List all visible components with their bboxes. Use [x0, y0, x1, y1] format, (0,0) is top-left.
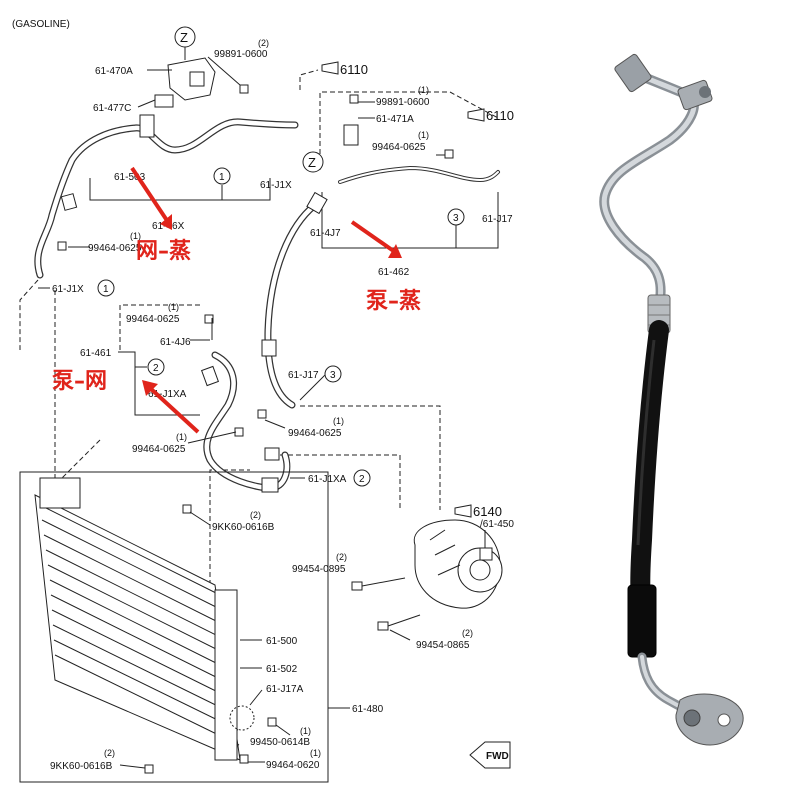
callout-3-top-text: 3: [453, 213, 459, 224]
condenser-outline: [19, 471, 329, 783]
callout-1-left: [97, 279, 115, 297]
label-61-450: /61-450: [480, 519, 514, 530]
bracket-61-470A: [154, 57, 216, 108]
label-9KK60-0616B-a: 9KK60-0616B: [212, 522, 275, 533]
callout-2-right-text: 2: [359, 474, 365, 485]
qty-99464-d: (1): [176, 432, 187, 442]
ref-6110-a: 6110: [321, 61, 368, 77]
label-61-J1X-a: 61-J1X: [260, 180, 292, 191]
callout-3-mid-text: 3: [330, 370, 336, 381]
qty-99464-b: (1): [130, 231, 141, 241]
fwd-icon: FWD: [469, 741, 511, 769]
red-arrow-3: [142, 380, 200, 434]
bolt-99454-0895: [351, 577, 406, 591]
label-99464-0620: 99464-0620: [266, 760, 320, 771]
group-box-3: [321, 192, 499, 249]
hose-61-461: [200, 351, 291, 493]
qty-99891-b: (1): [418, 85, 429, 95]
qty-99454-b: (2): [462, 628, 473, 638]
label-61-J1XA-a: 61-J1XA: [148, 389, 187, 400]
header-title: (GASOLINE): [12, 19, 70, 30]
label-61-470A: 61-470A: [95, 66, 133, 77]
leader-lines: [68, 56, 486, 769]
label-99464-0625-a: 99464-0625: [372, 142, 426, 153]
callout-1-top-text: 1: [219, 172, 225, 183]
callout-2-mid: [147, 358, 165, 376]
label-61-462: 61-462: [378, 267, 410, 278]
label-61-461: 61-461: [80, 348, 112, 359]
qty-99450: (1): [300, 726, 311, 736]
label-61-500: 61-500: [266, 636, 298, 647]
dash-right: [300, 405, 441, 510]
label-61-4J6: 61-4J6: [160, 337, 191, 348]
qty-9KK60-a: (2): [250, 510, 261, 520]
callout-z-mid-text: Z: [308, 155, 316, 170]
label-61-503: 61-503: [114, 172, 146, 183]
label-61-4J7: 61-4J7: [310, 228, 341, 239]
dash-mid: [119, 304, 200, 350]
callout-2-right: [353, 469, 371, 487]
label-99464-0625-b: 99464-0625: [88, 243, 142, 254]
group-box-1: [89, 178, 271, 201]
label-61-502: 61-502: [266, 664, 298, 675]
callout-2-mid-text: 2: [153, 363, 159, 374]
label-61-J17-b: 61-J17: [288, 370, 319, 381]
dash-cond: [209, 469, 250, 585]
svg-text:6110: 6110: [340, 62, 368, 77]
compressor: [413, 519, 503, 609]
qty-99464-f: (1): [310, 748, 321, 758]
svg-text:6110: 6110: [486, 108, 514, 123]
hose-61-462: [261, 124, 500, 409]
callout-z-top-text: Z: [180, 30, 188, 45]
label-99454-0865: 99454-0865: [416, 640, 470, 651]
dash-left-vertical: [19, 279, 39, 350]
qty-99464-a: (1): [418, 130, 429, 140]
qty-99891-a: (2): [258, 38, 269, 48]
label-99891-0600-a: 99891-0600: [214, 49, 268, 60]
dash-mid-2: [59, 439, 101, 481]
label-61-471A: 61-471A: [376, 114, 414, 125]
condenser: [34, 477, 255, 761]
qty-99464-c: (1): [168, 302, 179, 312]
callout-3-mid: [324, 365, 342, 383]
annotation-pump-net: 泵–网: [52, 369, 107, 394]
dash-top-left: [299, 69, 319, 90]
label-99450-0614B: 99450-0614B: [250, 737, 310, 748]
bolt-99454-0865: [377, 614, 421, 631]
label-61-477C: 61-477C: [93, 103, 131, 114]
svg-text:6140: 6140: [473, 504, 502, 519]
qty-99464-e: (1): [333, 416, 344, 426]
callout-z-mid: [302, 151, 324, 173]
label-61-J17-a: 61-J17: [482, 214, 513, 225]
ref-6110-b: 6110: [467, 108, 514, 123]
label-61-J17A: 61-J17A: [266, 684, 304, 695]
label-99464-0625-d: 99464-0625: [132, 444, 186, 455]
label-61-J1XA-b: 61-J1XA: [308, 474, 347, 485]
hose-61-503: [34, 114, 299, 279]
label-99454-0895: 99454-0895: [292, 564, 346, 575]
label-99464-0625-c: 99464-0625: [126, 314, 180, 325]
small-bolts: [57, 84, 454, 774]
red-arrow-2: [350, 220, 402, 258]
label-61-J1X-b: 61-J1X: [52, 284, 84, 295]
svg-text:FWD: FWD: [486, 751, 509, 762]
callout-1-top: [213, 167, 231, 185]
label-61-480: 61-480: [352, 704, 384, 715]
qty-9KK60-b: (2): [104, 748, 115, 758]
dash-top-right: [319, 91, 499, 170]
label-9KK60-0616B-b: 9KK60-0616B: [50, 761, 113, 772]
callout-3-top: [447, 208, 465, 226]
annotation-pump-evap: 泵–蒸: [366, 289, 421, 314]
qty-99454-a: (2): [336, 552, 347, 562]
annotation-net-evap: 网–蒸: [136, 239, 191, 264]
ref-6140: 6140: [454, 504, 502, 519]
dash-right-2: [280, 454, 401, 510]
label-99464-0625-e: 99464-0625: [288, 428, 342, 439]
red-arrow-1: [130, 166, 172, 230]
label-99891-0600-b: 99891-0600: [376, 97, 430, 108]
ac-hose-photo: [599, 53, 744, 746]
callout-1-left-text: 1: [103, 284, 109, 295]
